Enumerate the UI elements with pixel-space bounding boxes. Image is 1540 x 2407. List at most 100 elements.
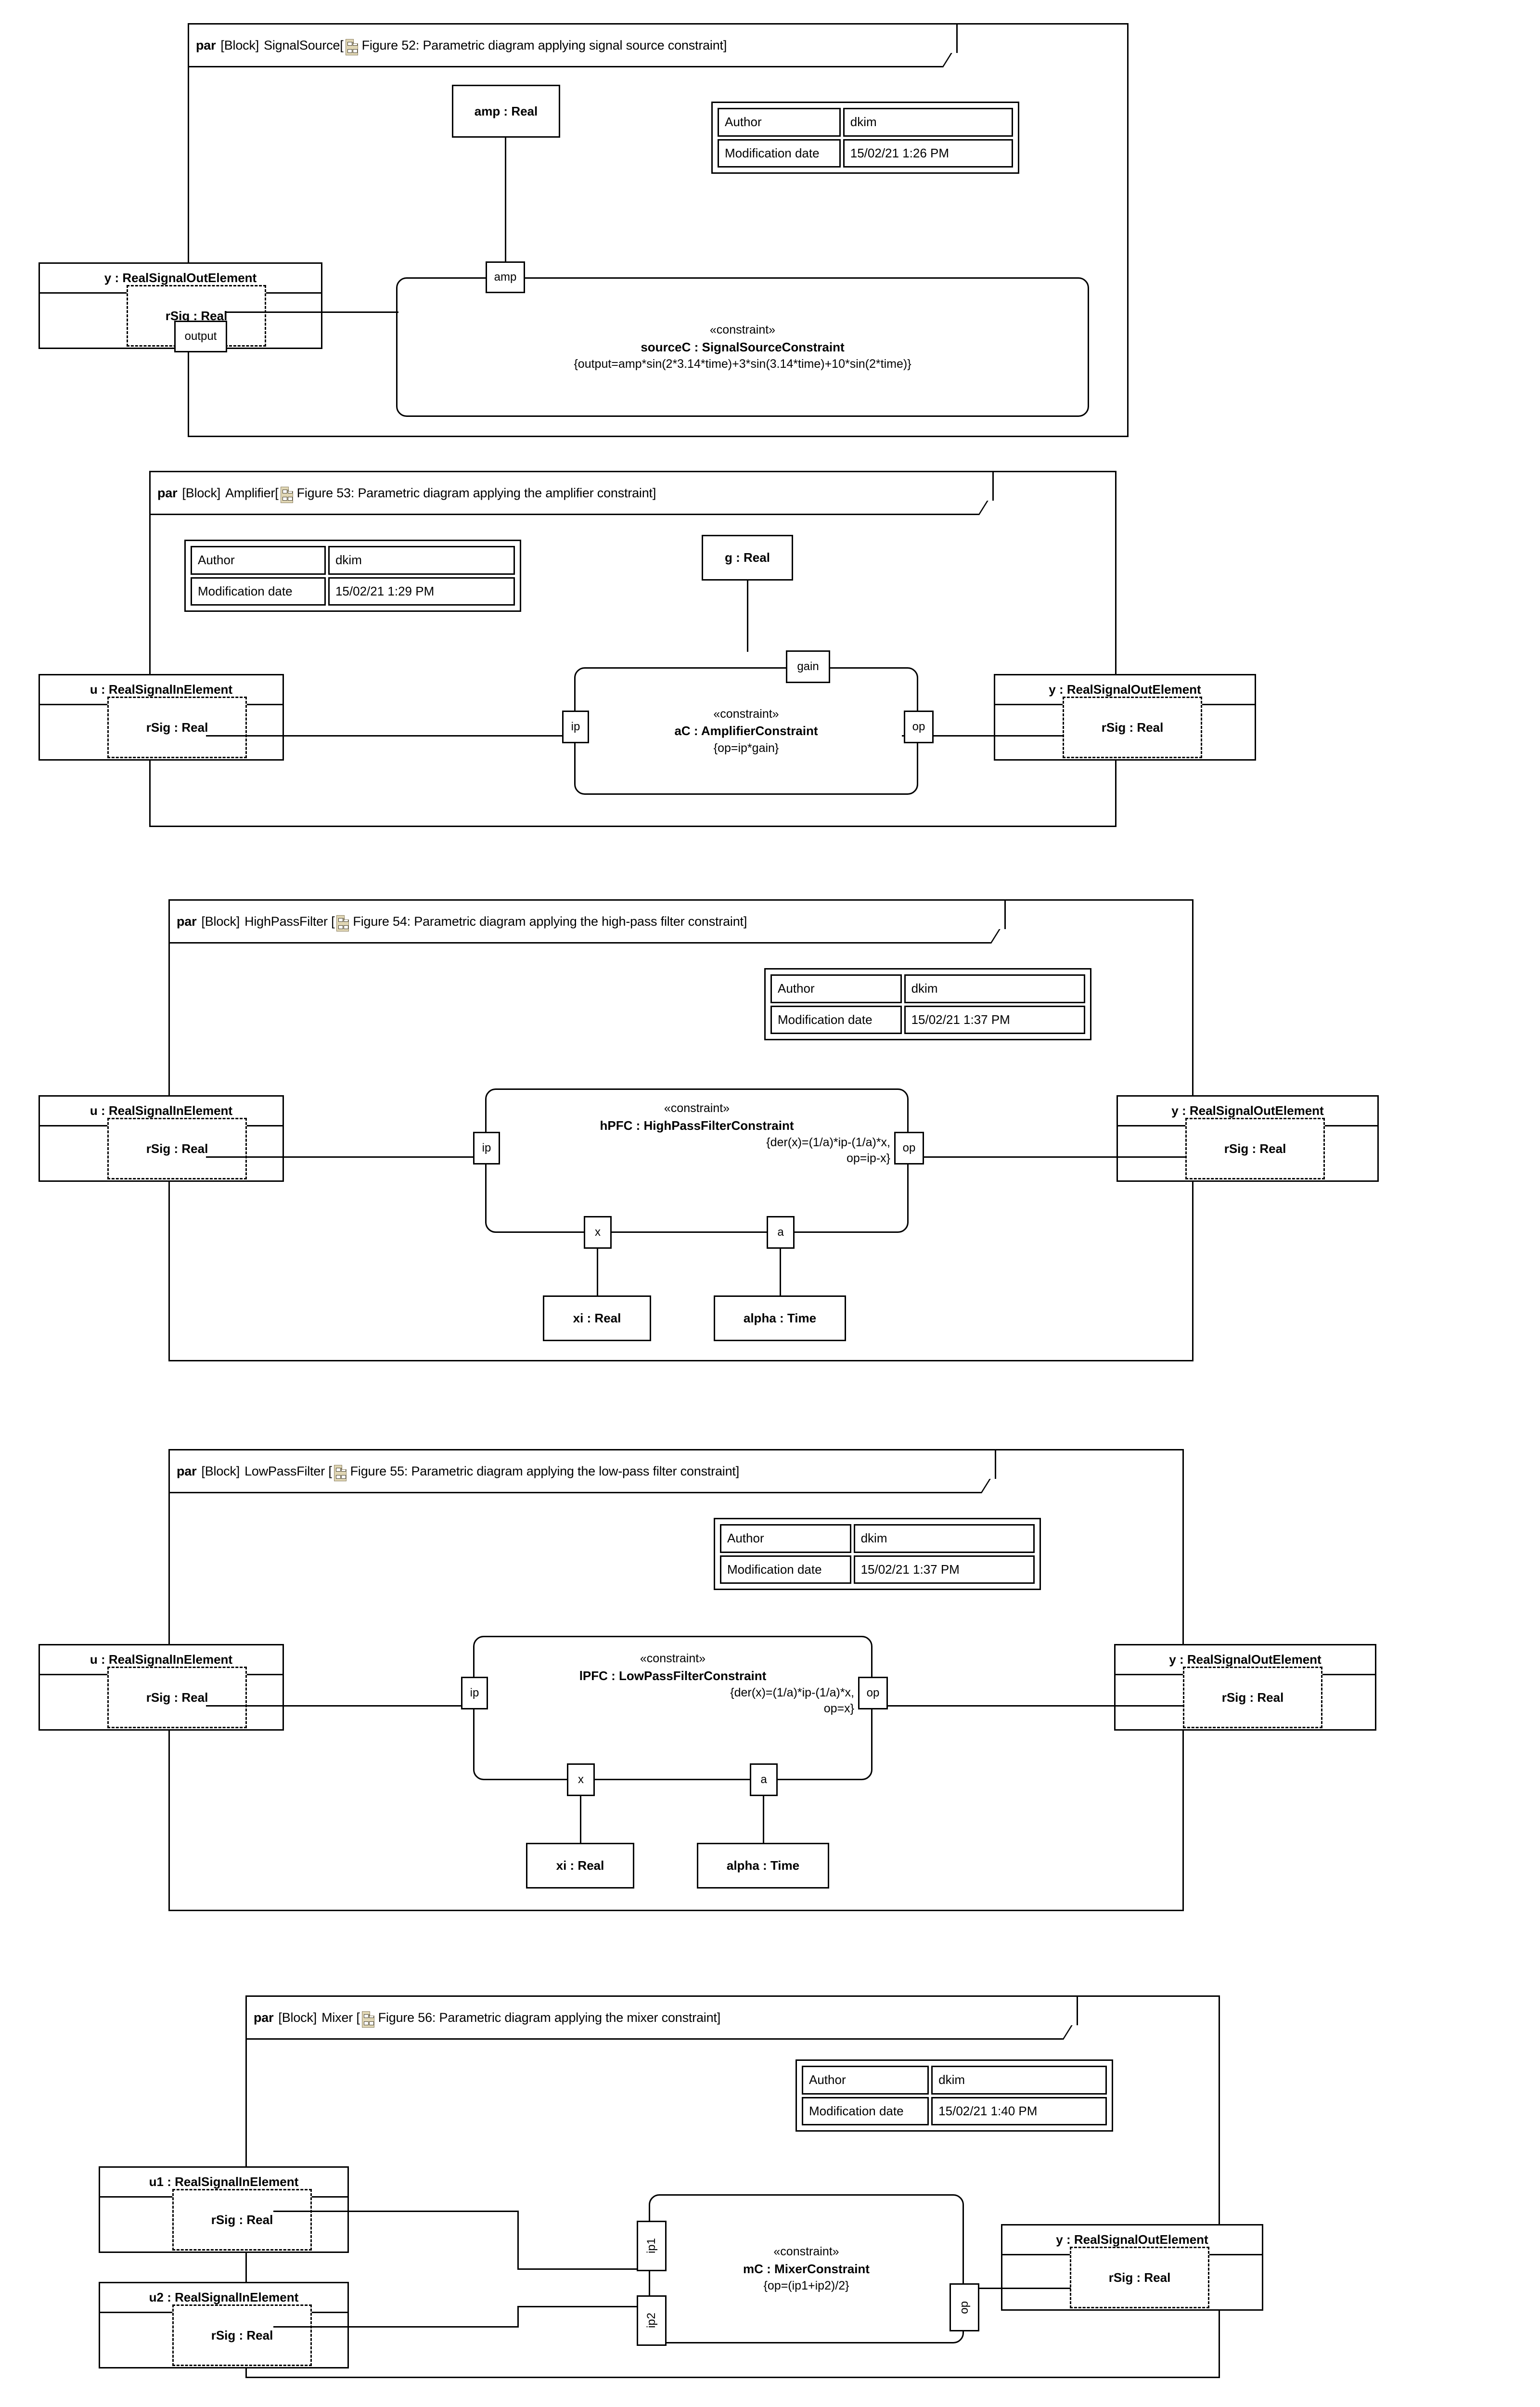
header-keyword: par: [196, 38, 216, 52]
part-u-realsignalinelement-lpf[interactable]: u : RealSignalInElement rSig : Real: [38, 1644, 284, 1731]
value-box-amp[interactable]: amp : Real: [452, 85, 560, 138]
property-rsig[interactable]: rSig : Real: [1185, 1118, 1325, 1179]
moddate-value: 15/02/21 1:40 PM: [931, 2096, 1107, 2125]
constraint-name: hPFC : HighPassFilterConstraint: [600, 1118, 794, 1133]
header-block-name: HighPassFilter [: [244, 914, 335, 929]
part-y-realsignaloutelement-mixer[interactable]: y : RealSignalOutElement rSig : Real: [1001, 2224, 1263, 2311]
part-u2-realsignalinelement[interactable]: u2 : RealSignalInElement rSig : Real: [99, 2282, 349, 2368]
port-label: a: [777, 1226, 784, 1239]
table-row: Author dkim: [802, 2066, 1107, 2095]
property-label: rSig : Real: [1224, 1141, 1286, 1156]
port-ip[interactable]: ip: [562, 711, 589, 743]
port-label: ip1: [645, 2238, 658, 2254]
port-op[interactable]: op: [950, 2283, 979, 2331]
property-rsig[interactable]: rSig : Real: [1063, 697, 1202, 758]
connector-amp-vertical: [505, 138, 506, 282]
property-rsig[interactable]: rSig : Real: [107, 1667, 247, 1728]
constraint-block-lPFC[interactable]: «constraint» lPFC : LowPassFilterConstra…: [473, 1636, 873, 1780]
port-op[interactable]: op: [894, 1132, 924, 1165]
connector-u1-seg1: [273, 2211, 519, 2212]
connector-u-ip-amp: [206, 735, 562, 737]
frame-header-highpassfilter: par [Block] HighPassFilter [ Figure 54: …: [168, 899, 1015, 944]
moddate-value: 15/02/21 1:37 PM: [904, 1005, 1085, 1034]
connector-u1-seg2: [517, 2211, 519, 2270]
property-rsig[interactable]: rSig : Real: [172, 2304, 312, 2366]
port-a[interactable]: a: [750, 1763, 778, 1796]
constraint-name: lPFC : LowPassFilterConstraint: [579, 1668, 767, 1683]
property-label: rSig : Real: [1221, 1690, 1284, 1705]
header-corner-clip: [1062, 2025, 1087, 2040]
constraint-stereotype: «constraint»: [773, 2245, 839, 2259]
property-rsig[interactable]: rSig : Real: [107, 697, 247, 758]
port-gain[interactable]: gain: [786, 650, 830, 683]
value-box-alpha[interactable]: alpha : Time: [697, 1843, 829, 1889]
port-ip2[interactable]: ip2: [637, 2295, 667, 2346]
author-value: dkim: [843, 108, 1013, 137]
diagram-figure-icon: [336, 915, 349, 932]
property-label: rSig : Real: [1101, 720, 1164, 735]
part-u-realsignalinelement-amp[interactable]: u : RealSignalInElement rSig : Real: [38, 674, 284, 761]
part-u1-realsignalinelement[interactable]: u1 : RealSignalInElement rSig : Real: [99, 2166, 349, 2253]
author-label: Author: [770, 974, 902, 1003]
header-keyword: par: [254, 2010, 274, 2025]
port-ip1[interactable]: ip1: [637, 2221, 667, 2271]
header-block-name: LowPassFilter [: [244, 1463, 332, 1478]
constraint-block-sourceC[interactable]: «constraint» sourceC : SignalSourceConst…: [396, 277, 1089, 417]
constraint-expression: {der(x)=(1/a)*ip-(1/a)*x, op=x}: [730, 1686, 854, 1715]
value-box-xi[interactable]: xi : Real: [526, 1843, 634, 1889]
part-y-realsignaloutelement[interactable]: y : RealSignalOutElement rSig : Real: [38, 262, 322, 349]
port-op[interactable]: op: [904, 711, 934, 743]
connector-op-y-lpf: [885, 1705, 1183, 1707]
author-label: Author: [718, 108, 841, 137]
port-label: op: [866, 1686, 880, 1699]
diagram-figure-icon: [280, 487, 293, 503]
port-amp[interactable]: amp: [486, 261, 525, 293]
connector-a-vertical: [780, 1249, 781, 1296]
diagram-figure-icon: [361, 2011, 374, 2028]
constraint-block-mC[interactable]: «constraint» mC : MixerConstraint {op=(i…: [649, 2194, 964, 2343]
port-ip[interactable]: ip: [461, 1677, 488, 1709]
constraint-block-hPFC[interactable]: «constraint» hPFC : HighPassFilterConstr…: [485, 1088, 909, 1233]
value-box-label: xi : Real: [556, 1858, 604, 1873]
moddate-value: 15/02/21 1:37 PM: [853, 1555, 1035, 1584]
port-x[interactable]: x: [584, 1216, 612, 1249]
diagram-figure-icon: [345, 39, 358, 55]
property-rsig[interactable]: rSig : Real: [127, 285, 266, 347]
property-label: rSig : Real: [146, 1141, 208, 1156]
constraint-expression: {op=ip*gain}: [713, 741, 779, 755]
table-row: Author dkim: [191, 546, 515, 575]
value-box-label: amp : Real: [474, 104, 538, 118]
port-label: amp: [494, 271, 517, 284]
value-box-alpha[interactable]: alpha : Time: [714, 1295, 846, 1341]
port-ip[interactable]: ip: [473, 1132, 500, 1165]
par-frame-signalsource: par [Block] SignalSource[ Figure 52: Par…: [174, 23, 1129, 437]
par-frame-mixer: par [Block] Mixer [ Figure 56: Parametri…: [245, 1995, 1220, 2378]
part-y-realsignaloutelement-hpf[interactable]: y : RealSignalOutElement rSig : Real: [1116, 1095, 1379, 1182]
connector-u2-seg2: [517, 2306, 519, 2328]
moddate-label: Modification date: [718, 139, 841, 168]
frame-header-amplifier: par [Block] Amplifier[ Figure 53: Parame…: [149, 471, 1003, 515]
port-label: x: [578, 1773, 584, 1786]
constraint-block-aC[interactable]: «constraint» aC : AmplifierConstraint {o…: [574, 667, 918, 795]
property-rsig[interactable]: rSig : Real: [172, 2189, 312, 2251]
part-u-realsignalinelement-hpf[interactable]: u : RealSignalInElement rSig : Real: [38, 1095, 284, 1182]
port-op[interactable]: op: [858, 1677, 888, 1709]
constraint-name: sourceC : SignalSourceConstraint: [641, 339, 845, 354]
value-box-xi[interactable]: xi : Real: [543, 1295, 651, 1341]
port-output[interactable]: output: [174, 321, 227, 352]
moddate-value: 15/02/21 1:29 PM: [328, 577, 515, 606]
header-corner-clip: [980, 1479, 1005, 1493]
documentation-table-signalsource: Author dkim Modification date 15/02/21 1…: [711, 102, 1019, 174]
property-label: rSig : Real: [211, 2212, 273, 2227]
documentation-table-highpassfilter: Author dkim Modification date 15/02/21 1…: [764, 968, 1091, 1040]
property-rsig[interactable]: rSig : Real: [1070, 2247, 1209, 2308]
property-rsig[interactable]: rSig : Real: [1183, 1667, 1322, 1728]
part-y-realsignaloutelement-amp[interactable]: y : RealSignalOutElement rSig : Real: [994, 674, 1256, 761]
diagram-figure-icon: [334, 1465, 346, 1481]
moddate-value: 15/02/21 1:26 PM: [843, 139, 1013, 168]
part-y-realsignaloutelement-lpf[interactable]: y : RealSignalOutElement rSig : Real: [1114, 1644, 1376, 1731]
port-a[interactable]: a: [767, 1216, 795, 1249]
property-rsig[interactable]: rSig : Real: [107, 1118, 247, 1179]
port-x[interactable]: x: [567, 1763, 595, 1796]
value-box-g[interactable]: g : Real: [702, 535, 793, 581]
